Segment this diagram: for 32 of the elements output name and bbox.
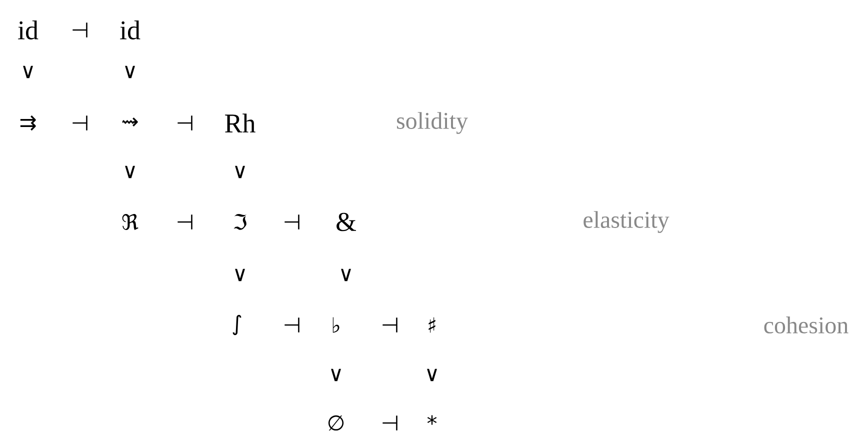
modality-symbol: ∅ bbox=[328, 415, 344, 431]
modality-symbol: Rh bbox=[225, 114, 256, 132]
modality-symbol: ℜ bbox=[122, 214, 138, 230]
level-label: cohesion bbox=[764, 316, 848, 334]
adjoint-sign: ⊣ bbox=[284, 214, 300, 230]
level-label: elasticity bbox=[584, 211, 670, 233]
order-sign: ∨ bbox=[235, 268, 245, 282]
order-sign: ∨ bbox=[341, 268, 351, 282]
adjoint-sign: ⊣ bbox=[178, 214, 192, 230]
level-label: solidity bbox=[396, 112, 468, 134]
modality-symbol: ♭ bbox=[332, 317, 340, 333]
order-sign: ∨ bbox=[331, 368, 341, 382]
order-sign: ∨ bbox=[235, 166, 245, 178]
adjoint-sign: ⊣ bbox=[72, 22, 88, 38]
order-sign: ∨ bbox=[125, 66, 135, 78]
modality-symbol: id bbox=[120, 20, 140, 40]
adjoint-sign: ⊣ bbox=[284, 318, 300, 332]
modality-symbol: ∫ bbox=[232, 314, 242, 336]
modality-symbol: ♯ bbox=[428, 317, 436, 333]
modality-symbol: & bbox=[336, 212, 356, 232]
adjoint-sign: ⊣ bbox=[382, 318, 398, 332]
adjoint-sign: ⊣ bbox=[72, 116, 88, 130]
modality-symbol: ⇝ bbox=[122, 117, 138, 126]
order-sign: ∨ bbox=[125, 166, 135, 178]
modality-symbol: id bbox=[18, 20, 38, 40]
adjoint-sign: ⊣ bbox=[178, 116, 192, 130]
order-sign: ∨ bbox=[23, 66, 33, 78]
modality-symbol: * bbox=[427, 415, 437, 425]
order-sign: ∨ bbox=[427, 368, 437, 382]
adjoint-sign: ⊣ bbox=[382, 416, 398, 430]
modality-symbol: ⇉ bbox=[20, 115, 36, 131]
modality-symbol: ℑ bbox=[234, 214, 247, 230]
